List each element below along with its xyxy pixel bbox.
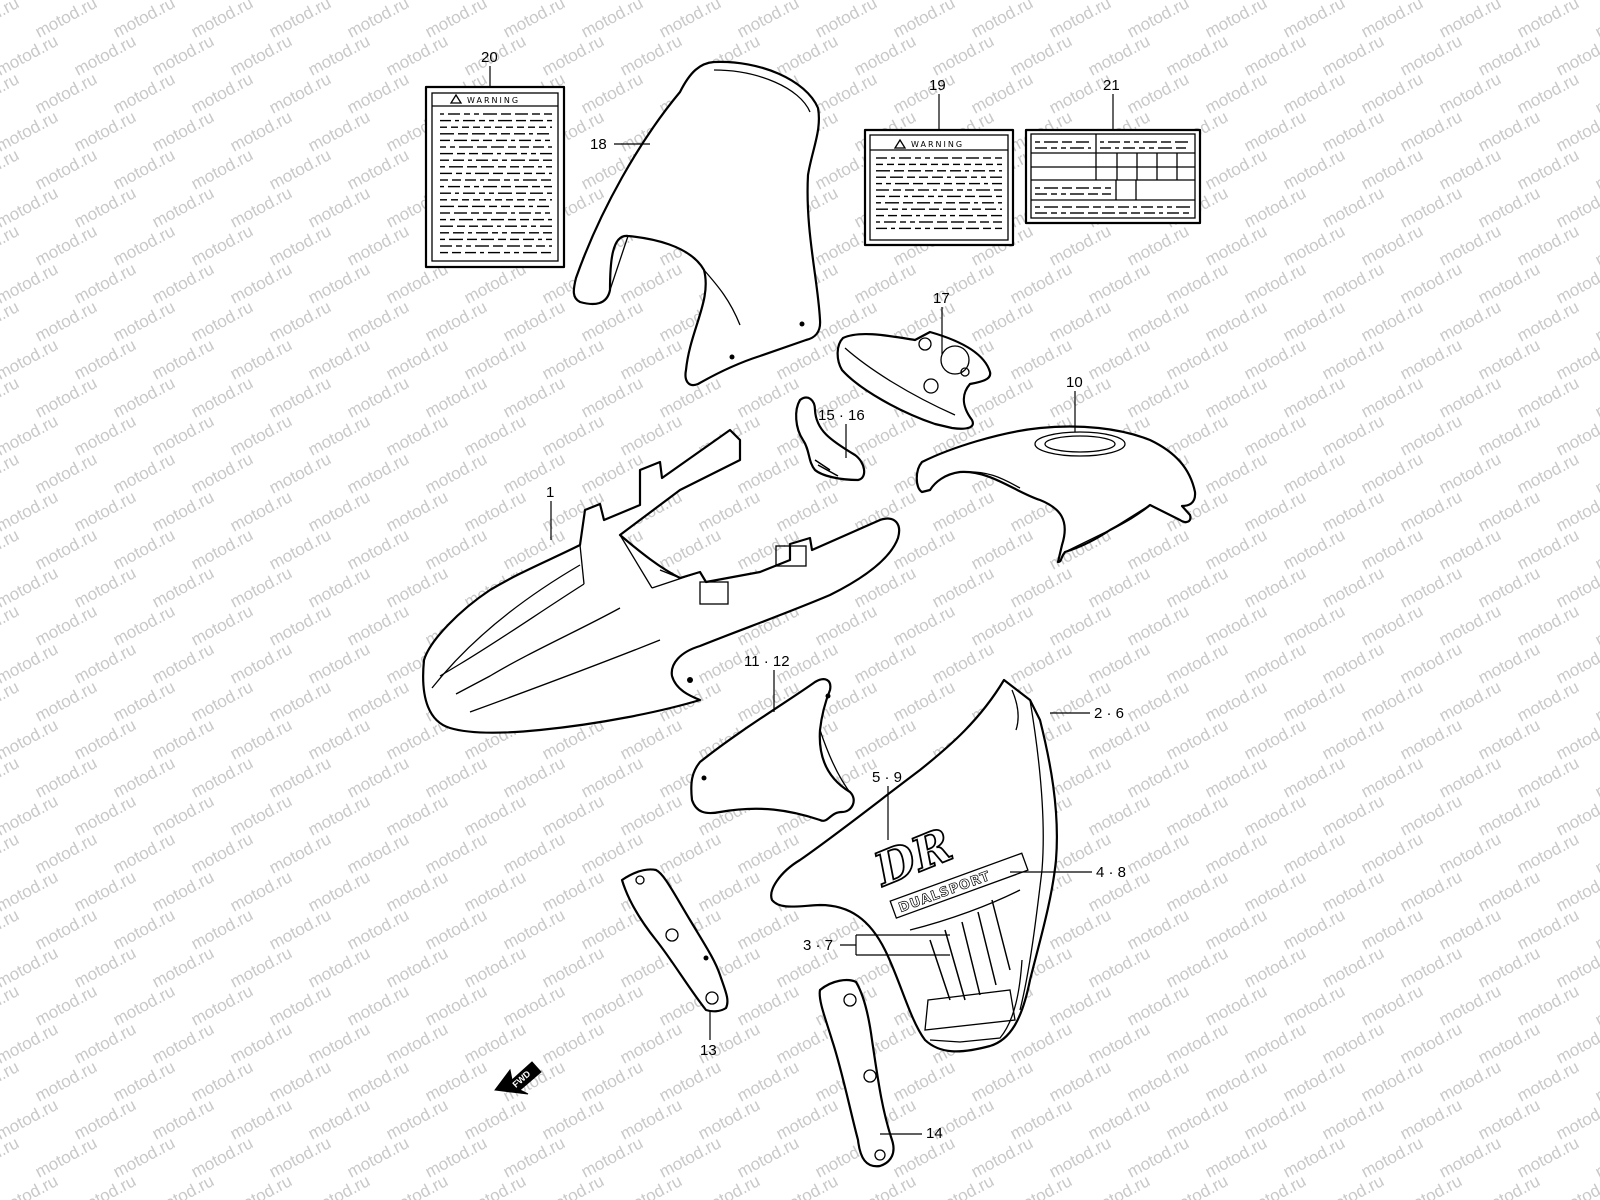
warning-label-20-heading: WARNING xyxy=(467,96,520,105)
callout-19: 19 xyxy=(929,77,946,130)
callout-21: 21 xyxy=(1103,77,1120,130)
callout-3-7: 3 · 7 xyxy=(803,934,950,956)
callout-17: 17 xyxy=(933,290,950,354)
callout-5-9-label: 5 · 9 xyxy=(872,769,902,786)
callout-18-label: 18 xyxy=(590,136,607,153)
warning-label-19: WARNING xyxy=(863,128,1015,247)
callout-10: 10 xyxy=(1066,374,1083,432)
callout-1: 1 xyxy=(546,484,554,540)
callout-14-label: 14 xyxy=(926,1125,943,1142)
warning-label-20: WARNING xyxy=(424,85,566,269)
part-17-bracket-cover xyxy=(836,330,992,430)
callout-14: 14 xyxy=(880,1125,943,1142)
part-2-6-side-panel: DR DUALSPORT xyxy=(770,678,1058,1053)
part-13-lower-guard xyxy=(620,868,729,1013)
forward-direction-arrow: FWD xyxy=(494,1061,542,1095)
callout-13-label: 13 xyxy=(700,1042,717,1059)
part-11-12-inner-cover xyxy=(690,678,855,822)
callout-4-8: 4 · 8 xyxy=(1010,864,1126,881)
part-18-front-cover xyxy=(572,60,822,387)
callout-20-label: 20 xyxy=(481,49,498,66)
callout-21-label: 21 xyxy=(1103,77,1120,94)
callout-1-label: 1 xyxy=(546,484,554,501)
part-10-tank-cover xyxy=(915,425,1197,564)
callout-5-9: 5 · 9 xyxy=(872,769,902,840)
callout-2-6: 2 · 6 xyxy=(1050,705,1124,722)
callout-3-7-label: 3 · 7 xyxy=(803,937,833,954)
callout-11-12-label: 11 · 12 xyxy=(744,653,790,670)
callout-19-label: 19 xyxy=(929,77,946,94)
callout-10-label: 10 xyxy=(1066,374,1083,391)
callout-20: 20 xyxy=(481,49,498,87)
part-15-16-clip xyxy=(795,396,866,482)
callout-2-6-label: 2 · 6 xyxy=(1094,705,1124,722)
callout-11-12: 11 · 12 xyxy=(744,653,790,712)
callout-13: 13 xyxy=(700,1012,717,1059)
warning-label-19-heading: WARNING xyxy=(911,140,964,149)
callout-4-8-label: 4 · 8 xyxy=(1096,864,1126,881)
callout-17-label: 17 xyxy=(933,290,950,307)
callout-18: 18 xyxy=(590,136,650,153)
info-label-21 xyxy=(1024,128,1202,225)
part-1-seat-cowl xyxy=(422,428,901,734)
callout-15-16-label: 15 · 16 xyxy=(818,407,865,424)
callout-15-16: 15 · 16 xyxy=(818,407,865,458)
part-14-lower-side-guard xyxy=(818,979,895,1168)
